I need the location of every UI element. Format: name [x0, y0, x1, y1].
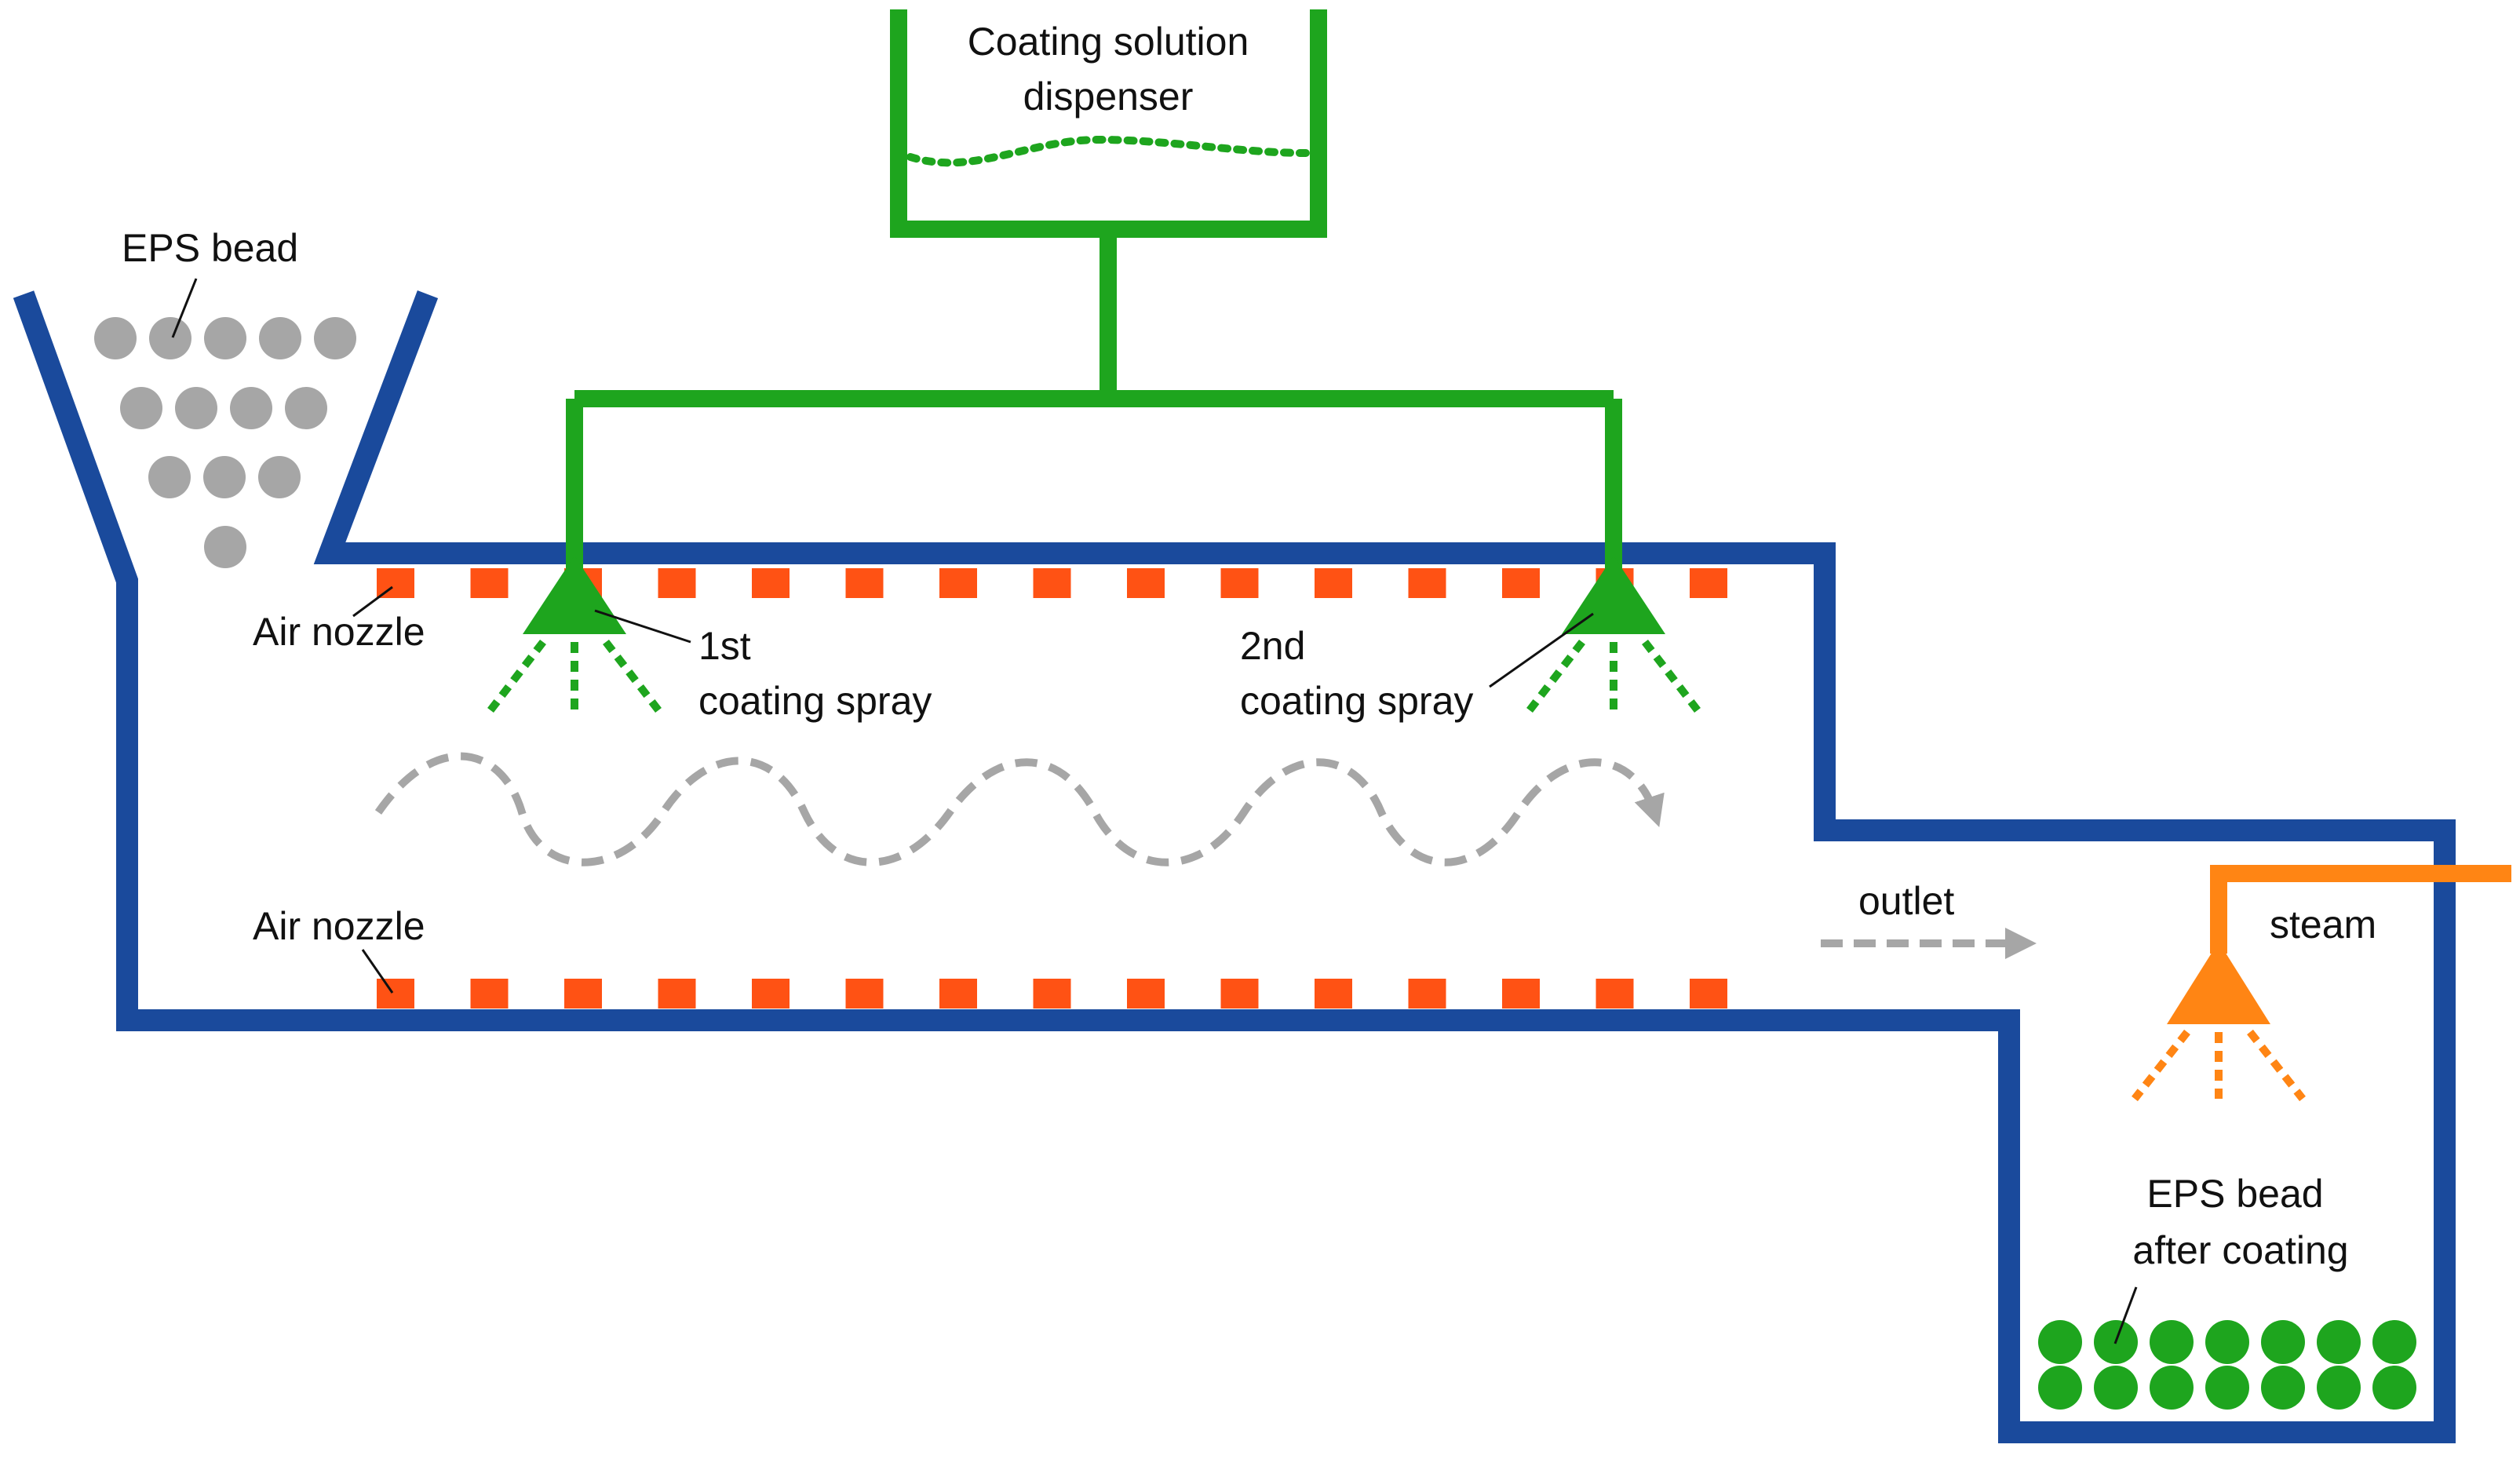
eps-bead [149, 317, 191, 359]
air-nozzle [1408, 568, 1446, 598]
air-nozzle [1220, 568, 1259, 598]
eps-bead-coated [2372, 1366, 2416, 1410]
air-nozzle [1315, 979, 1352, 1009]
air-nozzle [1033, 568, 1071, 598]
air-nozzle [845, 979, 884, 1009]
eps-bead [285, 387, 327, 429]
eps-bead [175, 387, 217, 429]
label-spray1-line1: 1st [698, 624, 751, 668]
eps-bead-coated [2317, 1366, 2361, 1410]
label-spray2-line2: coating spray [1240, 679, 1473, 723]
eps-bead [314, 317, 356, 359]
label-eps-after-line2: after coating [2132, 1228, 2348, 1272]
flow-path-arrow [374, 752, 1665, 866]
vessel-wall [13, 290, 2456, 1443]
eps-bead-coated [2205, 1320, 2249, 1364]
label-dispenser-line1: Coating solution [968, 20, 1249, 64]
steam-jets [2132, 1029, 2306, 1102]
eps-bead-coated [2261, 1320, 2305, 1364]
air-nozzle [1127, 568, 1165, 598]
eps-bead-coated [2317, 1320, 2361, 1364]
air-nozzle [658, 568, 696, 598]
label-eps-after-line1: EPS bead [2146, 1172, 2323, 1216]
air-nozzle [564, 979, 602, 1009]
air-nozzle [752, 568, 790, 598]
air-nozzle [1596, 979, 1634, 1009]
coating-spray-2 [1526, 556, 1701, 713]
eps-bead-coated [2261, 1366, 2305, 1410]
eps-bead [148, 456, 191, 498]
eps-bead-coated [2150, 1320, 2194, 1364]
eps-bead [120, 387, 162, 429]
label-spray2-line1: 2nd [1240, 624, 1305, 668]
eps-bead [204, 317, 246, 359]
leader-lines [171, 278, 2138, 1344]
air-nozzle [845, 568, 884, 598]
label-dispenser-line2: dispenser [1023, 75, 1194, 119]
dispenser-pipe [566, 229, 1622, 581]
label-eps-bead: EPS bead [122, 226, 298, 270]
air-nozzles-top [377, 568, 1727, 598]
air-nozzle [1127, 979, 1165, 1009]
eps-beads-before [94, 317, 356, 568]
air-nozzle [1220, 979, 1259, 1009]
dispenser-liquid-level [906, 135, 1311, 167]
steam-nozzle [2167, 942, 2270, 1024]
air-nozzle [1408, 979, 1446, 1009]
label-outlet: outlet [1858, 879, 1954, 923]
spray-nozzle-1 [523, 556, 626, 634]
coating-dispenser [566, 9, 1622, 581]
air-nozzles-bottom [377, 979, 1727, 1009]
air-nozzle [752, 979, 790, 1009]
air-nozzle [1690, 568, 1727, 598]
air-nozzle [1033, 979, 1071, 1009]
label-steam: steam [2270, 903, 2376, 947]
spray-nozzle-2 [1562, 556, 1665, 634]
air-nozzle [1690, 979, 1727, 1009]
eps-bead [203, 456, 246, 498]
label-air-nozzle-top: Air nozzle [253, 610, 425, 654]
air-nozzle [1315, 568, 1352, 598]
air-nozzle [377, 979, 414, 1009]
air-nozzle [1502, 568, 1540, 598]
leader-air-nozzle-top [352, 585, 393, 618]
eps-bead [258, 456, 301, 498]
eps-bead [94, 317, 137, 359]
eps-bead [259, 317, 301, 359]
eps-bead-coated [2150, 1366, 2194, 1410]
eps-bead-coated [2372, 1320, 2416, 1364]
label-air-nozzle-bottom: Air nozzle [253, 904, 425, 948]
eps-bead-coated [2038, 1366, 2082, 1410]
air-nozzle [470, 979, 509, 1009]
coating-spray-1 [487, 556, 662, 713]
label-spray1-line2: coating spray [698, 679, 932, 723]
air-nozzle [1502, 979, 1540, 1009]
eps-bead [204, 526, 246, 568]
air-nozzle [939, 568, 977, 598]
eps-beads-after [2038, 1320, 2416, 1410]
steam-supply [2132, 865, 2511, 1102]
air-nozzle [939, 979, 977, 1009]
spray-jets-1 [487, 639, 662, 713]
eps-bead-coated [2094, 1366, 2138, 1410]
spray-jets-2 [1526, 639, 1701, 713]
eps-bead-coated [2205, 1366, 2249, 1410]
steam-pipe [2210, 865, 2511, 954]
leader-eps-bead [171, 278, 198, 338]
leader-air-nozzle-bottom [361, 949, 394, 994]
eps-bead-coated [2038, 1320, 2082, 1364]
leader-eps-after [2113, 1286, 2138, 1344]
eps-bead [230, 387, 272, 429]
leader-spray-1 [594, 609, 691, 644]
air-nozzle [658, 979, 696, 1009]
leader-spray-2 [1489, 612, 1594, 688]
air-nozzle [470, 568, 509, 598]
